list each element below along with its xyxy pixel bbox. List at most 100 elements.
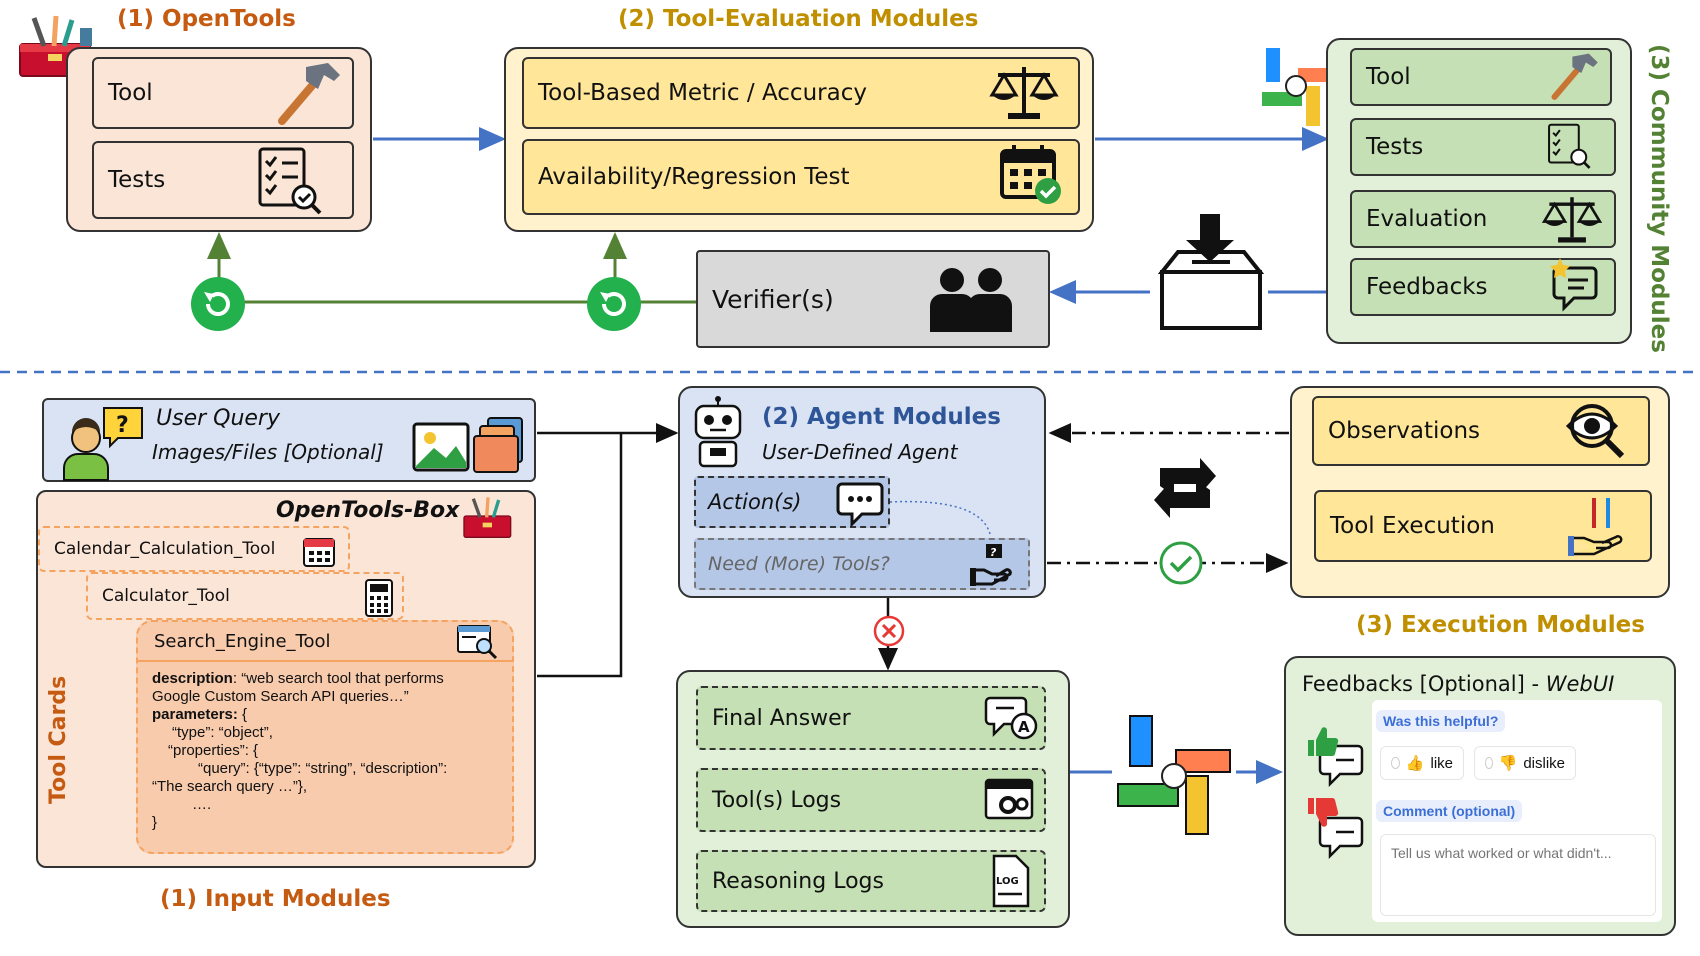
images-files-label: Images/Files [Optional]	[152, 440, 384, 464]
community-tests-label: Tests	[1366, 134, 1424, 160]
card-text-line: : “web search tool that performs	[232, 670, 444, 687]
hand-question-icon: ?	[970, 544, 1012, 586]
metric-accuracy-box: Tool-Based Metric / Accuracy	[522, 57, 1080, 129]
hammer-icon	[1551, 53, 1598, 100]
execution-panel: Observations Tool Execution	[1290, 386, 1670, 598]
input-modules-title: (1) Input Modules	[160, 886, 391, 912]
outputs-panel: Final Answer A Tool(s) Logs Reasoning Lo…	[676, 670, 1070, 928]
feedback-form: Was this helpful? 👍 like 👎 dislike Comme…	[1372, 700, 1662, 922]
balance-scale-icon	[1541, 197, 1603, 243]
tool-card-search[interactable]: Search_Engine_Tool description: “web sea…	[136, 620, 514, 854]
svg-text:?: ?	[116, 413, 129, 438]
refresh-icon	[191, 277, 245, 331]
like-button[interactable]: 👍 like	[1380, 746, 1464, 780]
community-feedbacks-label: Feedbacks	[1366, 274, 1488, 300]
observations-box: Observations	[1312, 396, 1650, 466]
tool-card-search-label: Search_Engine_Tool	[154, 630, 331, 652]
tool-card-calculator-label: Calculator_Tool	[102, 586, 230, 606]
availability-test-label: Availability/Regression Test	[538, 164, 850, 190]
card-text-line: “query”: {“type”: “string”, “description…	[198, 760, 448, 777]
star-feedback-icon	[1550, 258, 1598, 312]
feedback-webui-panel: Feedbacks [Optional] - WebUI Was this he…	[1284, 656, 1676, 936]
calendar-check-icon	[1000, 145, 1061, 204]
close-circle-icon	[873, 615, 905, 647]
user-query-box: ? User Query Images/Files [Optional]	[42, 398, 536, 482]
robot-icon	[694, 396, 742, 468]
feedback-webui-title: Feedbacks [Optional] - WebUI	[1302, 672, 1614, 696]
eye-search-icon	[1565, 404, 1625, 459]
chat-dots-icon	[836, 482, 884, 528]
comment-label: Comment (optional)	[1376, 800, 1523, 822]
ballot-box-icon	[1157, 214, 1265, 330]
radio-icon	[1485, 757, 1493, 769]
opentools-panel: Tool Tests	[66, 47, 372, 232]
community-evaluation-label: Evaluation	[1366, 206, 1488, 232]
user-query-label: User Query	[156, 406, 280, 431]
hammer-icon	[278, 63, 340, 125]
tool-logs-box: Tool(s) Logs	[696, 768, 1046, 832]
agent-subtitle: User-Defined Agent	[762, 440, 958, 464]
tool-card-search-header: Search_Engine_Tool	[138, 622, 512, 662]
availability-test-box: Availability/Regression Test	[522, 139, 1080, 215]
tool-card-calendar-label: Calendar_Calculation_Tool	[54, 539, 276, 559]
svg-text:?: ?	[990, 546, 997, 559]
hand-tools-icon	[1568, 498, 1623, 556]
search-window-icon	[457, 625, 498, 660]
observations-label: Observations	[1328, 418, 1481, 444]
toolbox-icon	[463, 497, 512, 538]
image-icon	[412, 422, 470, 472]
check-circle-icon	[1159, 541, 1203, 585]
opentools-tool-label: Tool	[108, 80, 153, 106]
action-box: Action(s)	[694, 476, 890, 528]
card-text-line: Google Custom Search API queries…”	[152, 688, 409, 705]
card-text-line: “The search query …”},	[152, 778, 308, 795]
line-toolbox-to-agent	[537, 433, 623, 678]
user-question-icon: ?	[63, 407, 143, 481]
checklist-search-icon	[258, 147, 322, 215]
tool-execution-box: Tool Execution	[1314, 490, 1652, 562]
hands-unity-icon	[1117, 715, 1231, 835]
helpful-question: Was this helpful?	[1376, 710, 1506, 732]
tool-card-calendar[interactable]: Calendar_Calculation_Tool	[38, 526, 350, 572]
radio-icon	[1391, 757, 1400, 769]
tool-card-calculator[interactable]: Calculator_Tool	[86, 572, 404, 620]
card-text-line: {	[237, 706, 248, 723]
tool-cards-label: Tool Cards	[46, 675, 71, 804]
verifier-label: Verifier(s)	[712, 284, 834, 314]
calculator-icon	[365, 579, 393, 617]
log-file-icon: LOG	[992, 854, 1030, 908]
svg-text:LOG: LOG	[996, 876, 1019, 887]
files-icon	[473, 417, 523, 473]
need-tools-box: Need (More) Tools? ?	[694, 538, 1030, 590]
people-icon	[930, 268, 1012, 332]
balance-scale-icon	[989, 67, 1059, 119]
verifier-box: Verifier(s)	[696, 250, 1050, 348]
need-tools-label: Need (More) Tools?	[708, 553, 890, 575]
webui-label: WebUI	[1545, 672, 1615, 696]
community-tests-box: Tests	[1350, 118, 1616, 176]
window-gear-icon	[984, 778, 1034, 820]
action-label: Action(s)	[708, 490, 802, 514]
dislike-label: dislike	[1523, 754, 1565, 772]
execution-modules-title: (3) Execution Modules	[1356, 612, 1645, 638]
opentools-title: (1) OpenTools	[117, 6, 296, 32]
card-key-description: description	[152, 670, 233, 687]
answer-chat-icon: A	[984, 696, 1038, 740]
loop-arrows-icon	[1154, 458, 1216, 518]
opentools-tests-label: Tests	[108, 167, 166, 193]
tool-logs-label: Tool(s) Logs	[712, 787, 842, 813]
opentools-box-panel: OpenTools-Box Tool Cards Calendar_Calcul…	[36, 490, 536, 868]
svg-text:A: A	[1018, 718, 1030, 736]
hands-unity-icon	[1262, 48, 1334, 126]
checklist-search-icon	[1548, 123, 1591, 169]
refresh-icon	[587, 277, 641, 331]
community-title: (3) Community Modules	[1646, 44, 1672, 353]
card-text-line: ….	[192, 796, 212, 813]
dislike-button[interactable]: 👎 dislike	[1474, 746, 1576, 780]
comment-textarea[interactable]	[1380, 834, 1656, 916]
tool-card-search-body: description: “web search tool that perfo…	[152, 670, 502, 832]
final-answer-box: Final Answer A	[696, 686, 1046, 750]
reasoning-logs-label: Reasoning Logs	[712, 868, 884, 894]
calendar-icon	[303, 538, 335, 567]
